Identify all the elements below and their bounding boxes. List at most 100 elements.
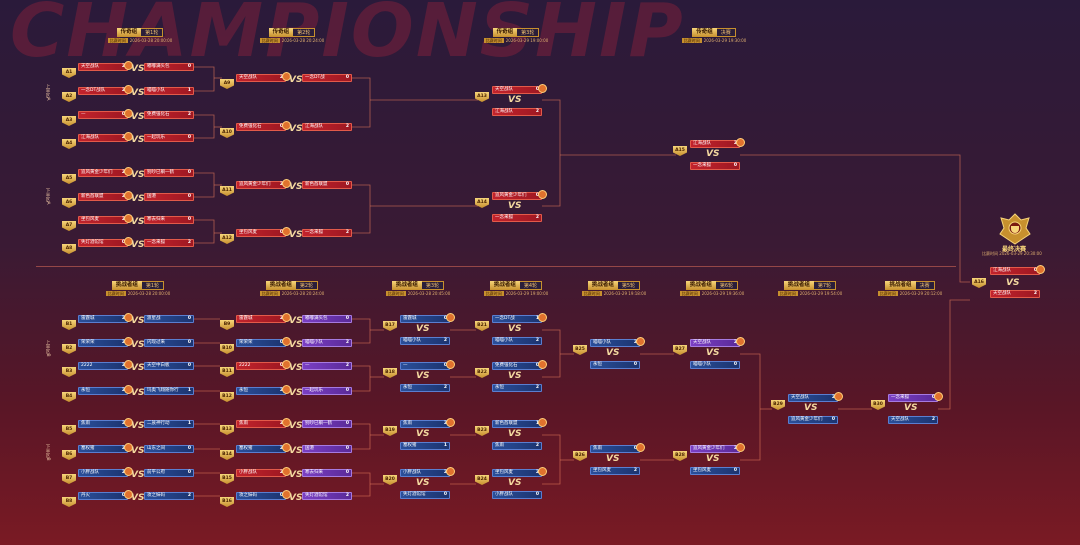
team-slot[interactable]: 丹火0 bbox=[78, 490, 133, 500]
team-slot[interactable]: 免费强化石0 bbox=[492, 360, 547, 370]
team-slot[interactable]: 一念DT战1 bbox=[492, 313, 547, 323]
vs-label: VS bbox=[289, 388, 303, 398]
team-slot[interactable]: 小胖战队2 bbox=[78, 467, 133, 477]
team-name: 一念来狐 bbox=[495, 215, 513, 220]
team-score: 2 bbox=[931, 417, 935, 422]
team-slot[interactable]: 一念DT战队2 bbox=[78, 85, 133, 95]
team-slot[interactable]: 江海战队0 bbox=[990, 265, 1045, 275]
team-slot[interactable]: —2 bbox=[302, 362, 352, 370]
team-slot[interactable]: 塞权猪2 bbox=[236, 443, 291, 453]
team-slot[interactable]: 永恒2 bbox=[78, 385, 133, 395]
team-slot[interactable]: 荣荣荣0 bbox=[236, 337, 291, 347]
team-slot[interactable]: 22222 bbox=[78, 360, 133, 370]
team-slot[interactable]: 永恒2 bbox=[236, 385, 291, 395]
team-slot[interactable]: 22220 bbox=[236, 360, 291, 370]
vs-label: VS bbox=[131, 64, 145, 74]
team-name: 攻之妹码 bbox=[147, 493, 165, 498]
round-number-label: 第1轮 bbox=[141, 28, 164, 37]
team-slot[interactable]: 焦雨0 bbox=[590, 443, 645, 453]
team-slot[interactable]: 雷霆城2 bbox=[236, 313, 291, 323]
team-slot[interactable]: 追风黄金少年们2 bbox=[690, 443, 745, 453]
team-slot[interactable]: 天空战队0 bbox=[492, 84, 547, 94]
team-slot[interactable]: 追风黄金少年们2 bbox=[236, 179, 291, 189]
team-slot[interactable]: 追风黄金少年们2 bbox=[78, 167, 133, 177]
team-slot[interactable]: 焦雨2 bbox=[236, 418, 291, 428]
team-slot[interactable]: 攻之妹码0 bbox=[236, 490, 291, 500]
team-slot[interactable]: 塞权猪2 bbox=[78, 443, 133, 453]
team-slot[interactable]: 雷霆城0 bbox=[400, 313, 455, 323]
team-slot[interactable]: 雷霆城2 bbox=[78, 313, 133, 323]
team-slot[interactable]: 免费强化石0 bbox=[236, 121, 291, 131]
team-slot[interactable]: —0 bbox=[400, 360, 455, 370]
team-slot[interactable]: 焦雨2 bbox=[400, 418, 455, 428]
team-slot[interactable]: 新色酋联盟1 bbox=[492, 418, 547, 428]
team-score: 1 bbox=[531, 420, 539, 428]
team-slot[interactable]: 小胖战队2 bbox=[400, 467, 455, 477]
team-slot[interactable]: —0 bbox=[78, 109, 133, 119]
team-slot[interactable]: 焦雨2 bbox=[78, 418, 133, 428]
team-slot[interactable]: 小胖战队2 bbox=[236, 467, 291, 477]
team-slot[interactable]: 新色酋联盟2 bbox=[78, 191, 133, 201]
team-slot[interactable]: 荣荣荣2 bbox=[78, 337, 133, 347]
